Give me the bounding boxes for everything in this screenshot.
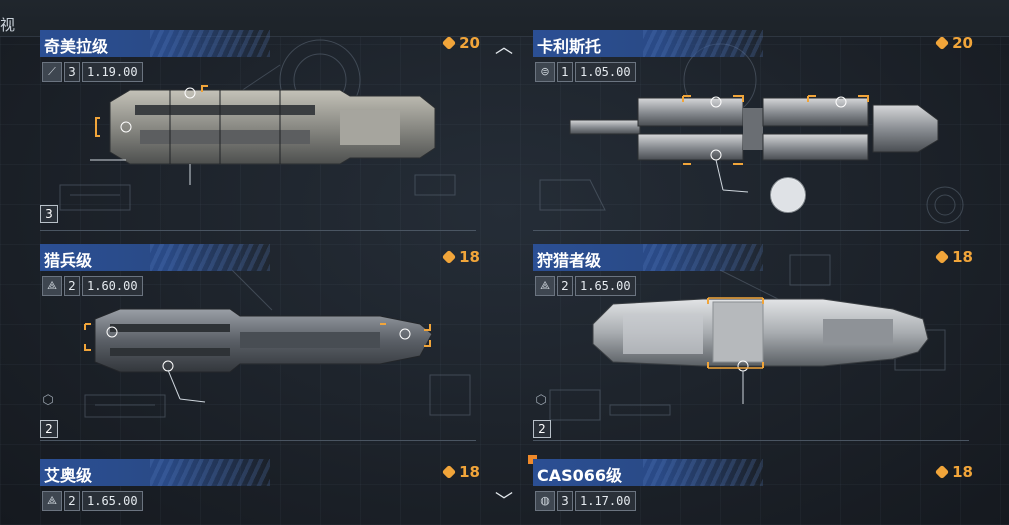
ship-card-hunter[interactable]: 狩猎者级 18 ⟁ 2 1.65.00 ⬡ 2 xyxy=(533,244,973,449)
chevron-down-icon[interactable]: ﹀ xyxy=(495,491,513,512)
tier-value: 2 xyxy=(64,276,80,296)
cost-label: 18 xyxy=(441,463,480,481)
ship-image xyxy=(592,297,929,404)
ship-card-callisto[interactable]: 卡利斯托 20 ⊜ 1 1.05.00 xyxy=(533,30,973,245)
coin-icon xyxy=(441,35,457,51)
title-bar xyxy=(533,30,763,57)
speed-value: 1.05.00 xyxy=(575,62,636,82)
tier-value: 3 xyxy=(64,62,80,82)
card-divider xyxy=(533,230,969,231)
ship-card-ranger[interactable]: 猎兵级 18 ⟁ 2 1.60.00 ⬡ 2 xyxy=(40,244,480,449)
frigate-icon: ⟁ xyxy=(42,276,62,296)
cost-label: 18 xyxy=(441,248,480,266)
page-title: 视 xyxy=(0,16,16,34)
title-bar xyxy=(533,459,763,486)
ship-stats: ⟁ 2 1.60.00 xyxy=(42,276,143,296)
speed-value: 1.17.00 xyxy=(575,491,636,511)
coin-icon xyxy=(441,249,457,265)
ship-image xyxy=(569,95,939,213)
tier-badge: 2 xyxy=(533,420,551,438)
tier-badge: 3 xyxy=(40,205,58,223)
title-bar xyxy=(533,244,763,271)
cost-label: 18 xyxy=(934,463,973,481)
title-bar xyxy=(40,459,270,486)
tier-value: 2 xyxy=(64,491,80,511)
ship-stats: ⟁ 2 1.65.00 xyxy=(42,491,143,511)
coin-icon xyxy=(934,249,950,265)
coin-icon xyxy=(934,464,950,480)
card-divider xyxy=(533,440,969,441)
carrier-icon: ⊜ xyxy=(535,62,555,82)
speed-value: 1.19.00 xyxy=(82,62,143,82)
coin-icon xyxy=(441,464,457,480)
ship-name: 奇美拉级 xyxy=(44,37,109,56)
hexagon-icon: ⬡ xyxy=(42,393,54,408)
ship-name: 猎兵级 xyxy=(44,251,93,270)
destroyer-icon: ⟋ xyxy=(42,62,62,82)
frigate-icon: ⟁ xyxy=(535,276,555,296)
ship-image xyxy=(90,85,436,185)
speed-value: 1.65.00 xyxy=(575,276,636,296)
speed-value: 1.65.00 xyxy=(82,491,143,511)
speed-value: 1.60.00 xyxy=(82,276,143,296)
chevron-up-icon[interactable]: ︿ xyxy=(495,37,513,58)
ship-name: 卡利斯托 xyxy=(537,37,602,56)
ship-stats: ⟁ 2 1.65.00 xyxy=(535,276,636,296)
tier-value: 2 xyxy=(557,276,573,296)
globe-icon: ◍ xyxy=(535,491,555,511)
selection-marker xyxy=(528,455,537,464)
card-divider xyxy=(40,440,476,441)
frigate-icon: ⟁ xyxy=(42,491,62,511)
card-divider xyxy=(40,230,476,231)
coin-icon xyxy=(934,35,950,51)
title-bar xyxy=(40,244,270,271)
ship-card-io[interactable]: 艾奥级 18 ⟁ 2 1.65.00 xyxy=(40,459,480,525)
cost-label: 20 xyxy=(934,34,973,52)
ship-stats: ⊜ 1 1.05.00 xyxy=(535,62,636,82)
hexagon-icon: ⬡ xyxy=(535,393,547,408)
ship-stats: ⟋ 3 1.19.00 xyxy=(42,62,143,82)
cost-label: 18 xyxy=(934,248,973,266)
ship-image xyxy=(84,308,433,403)
ship-stats: ◍ 3 1.17.00 xyxy=(535,491,636,511)
tier-value: 3 xyxy=(557,491,573,511)
ship-name: 狩猎者级 xyxy=(537,251,602,270)
ship-name: CAS066级 xyxy=(537,466,623,485)
ship-card-chimera[interactable]: 奇美拉级 20 ⟋ 3 1.19.00 3 xyxy=(40,30,480,245)
ship-name: 艾奥级 xyxy=(44,466,93,485)
tier-value: 1 xyxy=(557,62,573,82)
ship-card-cas066[interactable]: CAS066级 18 ◍ 3 1.17.00 xyxy=(533,459,973,525)
title-bar xyxy=(40,30,270,57)
cost-label: 20 xyxy=(441,34,480,52)
tier-badge: 2 xyxy=(40,420,58,438)
